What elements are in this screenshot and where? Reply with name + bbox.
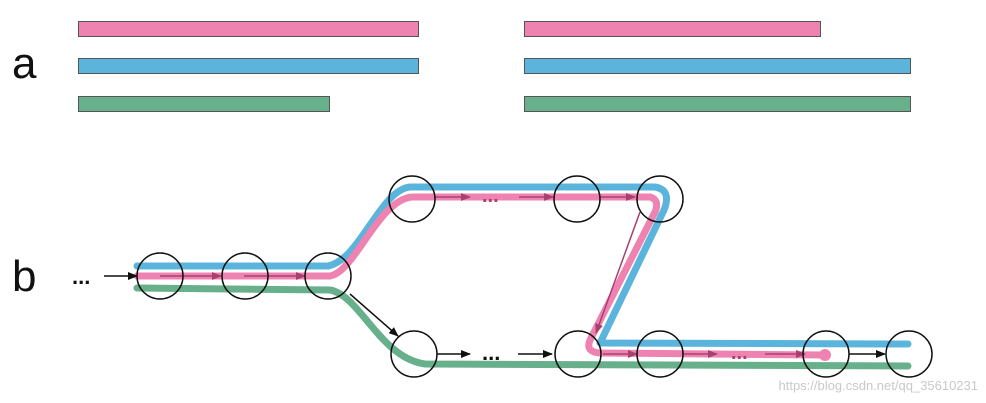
panel-label-a: a: [12, 39, 37, 88]
bar-left-pink: [78, 21, 419, 37]
pink-ellipsis-lower: ...: [731, 342, 748, 364]
graph-node: [553, 175, 601, 223]
lower-ellipsis: ...: [482, 340, 500, 365]
bar-right-pink: [524, 21, 821, 37]
graph-node: [221, 252, 269, 300]
start-ellipsis: ...: [72, 264, 90, 289]
graph-node: [636, 175, 684, 223]
black-arrow-branch: [349, 293, 399, 337]
bar-left-green: [78, 96, 330, 112]
graph-node: [390, 330, 438, 378]
pink-path-end-dot: [819, 349, 831, 361]
graph-node: [554, 330, 602, 378]
bar-left-blue: [78, 58, 419, 74]
panel-label-b: b: [12, 252, 37, 301]
bar-right-green: [524, 96, 911, 112]
watermark-url: https://blog.csdn.net/qq_35610231: [778, 378, 979, 393]
blue-path: [133, 183, 912, 348]
graph-node: [388, 175, 436, 223]
graph-node: [636, 330, 684, 378]
pink-arrow: [595, 211, 641, 334]
graph-node: [136, 252, 184, 300]
pink-ellipsis-upper: ...: [482, 185, 499, 207]
green-path: [133, 284, 912, 370]
graph-node: [802, 330, 850, 378]
bar-right-blue: [524, 58, 911, 74]
pink-path: [133, 193, 829, 359]
graph-node: [304, 252, 352, 300]
graph-node: [885, 330, 933, 378]
